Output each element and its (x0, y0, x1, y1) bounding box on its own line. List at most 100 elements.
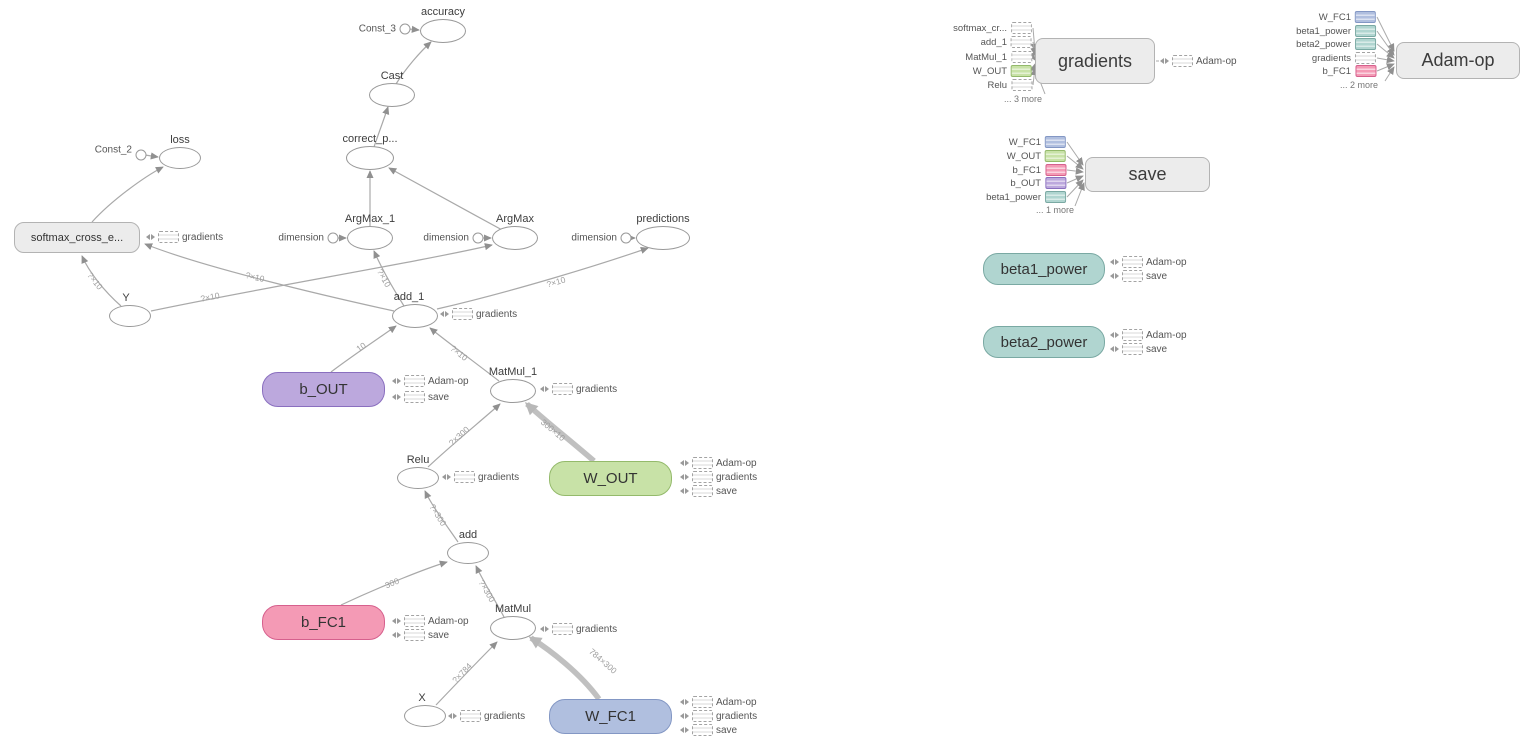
edge-y-softmax (81, 255, 122, 307)
ref-wout-gradients[interactable]: gradients (680, 471, 757, 483)
node-stack-icon (404, 629, 425, 641)
op-node-add1[interactable] (392, 304, 438, 328)
op-node-y[interactable] (109, 305, 151, 327)
ref-edge-arrows-icon (680, 699, 689, 705)
fanin-gradients-1 (1030, 27, 1038, 52)
var-node-beta1-power[interactable]: beta1_power (983, 253, 1105, 285)
adam-input-beta1[interactable]: beta1_power (1296, 25, 1376, 37)
op-node-argmax1[interactable] (347, 226, 393, 250)
ref-edge-arrows-icon (440, 311, 449, 317)
ref-label: MatMul_1 (965, 51, 1007, 63)
ref-wout-adam[interactable]: Adam-op (680, 457, 757, 469)
ref-edge-arrows-icon (540, 386, 549, 392)
ref-bout-adam[interactable]: Adam-op (392, 375, 469, 387)
var-node-b-fc1[interactable]: b_FC1 (262, 605, 385, 640)
ref-label: W_FC1 (1318, 11, 1351, 23)
save-input-wfc1[interactable]: W_FC1 (1009, 136, 1066, 148)
gradients-input-matmul1[interactable]: MatMul_1 (965, 51, 1032, 63)
fanin-adam-1 (1376, 16, 1395, 52)
const-node-const2[interactable] (135, 149, 147, 161)
const-node-dimension-argmax1[interactable] (327, 232, 339, 244)
edge-bout-add1 (330, 325, 397, 373)
node-stack-icon (692, 471, 713, 483)
var-node-w-out[interactable]: W_OUT (549, 461, 672, 496)
ref-wfc1-gradients[interactable]: gradients (680, 710, 757, 722)
ref-edge-arrows-icon (1110, 346, 1119, 352)
node-stack-icon (1045, 136, 1066, 148)
op-node-add[interactable] (447, 542, 489, 564)
op-node-x[interactable] (404, 705, 446, 727)
ref-label: save (428, 629, 450, 641)
const-node-dimension-predictions[interactable] (620, 232, 632, 244)
ns-node-softmax-cross-entropy[interactable]: softmax_cross_e... (14, 222, 140, 253)
save-input-bfc1[interactable]: b_FC1 (1012, 164, 1066, 176)
ref-matmul1-gradients[interactable]: gradients (540, 383, 617, 395)
ref-x-gradients[interactable]: gradients (448, 710, 525, 722)
op-node-relu-label: Relu (406, 454, 430, 466)
ref-bfc1-save[interactable]: save (392, 629, 449, 641)
save-input-more[interactable]: ... 1 more (1036, 205, 1074, 215)
aux-node-adam-op[interactable]: Adam-op (1396, 42, 1520, 79)
var-node-beta2-power[interactable]: beta2_power (983, 326, 1105, 358)
const-node-dimension-argmax[interactable] (472, 232, 484, 244)
adam-input-bfc1[interactable]: b_FC1 (1322, 65, 1376, 77)
op-node-matmul[interactable] (490, 616, 536, 640)
gradients-input-relu[interactable]: Relu (987, 79, 1032, 91)
fanin-gradients-5 (1030, 67, 1038, 86)
const-node-const3-label: Const_3 (358, 23, 396, 35)
op-node-cast[interactable] (369, 83, 415, 107)
ref-beta2-save[interactable]: save (1110, 343, 1167, 355)
const-node-const3[interactable] (399, 23, 411, 35)
ref-softmax-gradients[interactable]: gradients (146, 231, 223, 243)
ref-label: gradients (476, 308, 518, 320)
gradients-input-add1[interactable]: add_1 (981, 36, 1032, 48)
ref-matmul-gradients[interactable]: gradients (540, 623, 617, 635)
ref-edge-arrows-icon (680, 460, 689, 466)
more-label: ... 3 more (1003, 94, 1042, 104)
adam-input-beta2[interactable]: beta2_power (1296, 38, 1376, 50)
op-node-argmax[interactable] (492, 226, 538, 250)
gradients-input-softmax[interactable]: softmax_cr... (953, 22, 1032, 34)
aux-node-gradients[interactable]: gradients (1035, 38, 1155, 84)
op-node-predictions[interactable] (636, 226, 690, 250)
gradients-input-more[interactable]: ... 3 more (1004, 94, 1042, 104)
op-node-accuracy[interactable] (420, 19, 466, 43)
op-node-relu[interactable] (397, 467, 439, 489)
adam-input-more[interactable]: ... 2 more (1340, 80, 1378, 90)
ref-beta2-adam[interactable]: Adam-op (1110, 329, 1187, 341)
adam-input-wfc1[interactable]: W_FC1 (1319, 11, 1376, 23)
save-input-beta1[interactable]: beta1_power (986, 191, 1066, 203)
node-stack-icon (452, 308, 473, 320)
aux-node-save[interactable]: save (1085, 157, 1210, 192)
ref-add1-gradients[interactable]: gradients (440, 308, 517, 320)
ref-wfc1-save[interactable]: save (680, 724, 737, 736)
ref-bfc1-adam[interactable]: Adam-op (392, 615, 469, 627)
ref-relu-gradients[interactable]: gradients (442, 471, 519, 483)
more-label: ... 1 more (1035, 205, 1074, 215)
node-stack-icon (1355, 38, 1376, 50)
edge-const2-loss (144, 152, 159, 160)
ref-edge-arrows-icon (540, 626, 549, 632)
save-input-wout[interactable]: W_OUT (1007, 150, 1066, 162)
op-node-loss[interactable] (159, 147, 201, 169)
ref-bout-save[interactable]: save (392, 391, 449, 403)
adam-input-gradients[interactable]: gradients (1312, 52, 1376, 64)
node-stack-icon (1122, 270, 1143, 282)
op-node-correct-prediction[interactable] (346, 146, 394, 170)
ref-gradients-adam[interactable]: Adam-op (1160, 55, 1237, 67)
ref-label: gradients (1311, 52, 1351, 64)
save-input-bout[interactable]: b_OUT (1010, 177, 1066, 189)
gradients-input-wout[interactable]: W_OUT (973, 65, 1032, 77)
ref-beta1-adam[interactable]: Adam-op (1110, 256, 1187, 268)
op-node-matmul1[interactable] (490, 379, 536, 403)
ref-beta1-save[interactable]: save (1110, 270, 1167, 282)
ref-wfc1-adam[interactable]: Adam-op (680, 696, 757, 708)
op-node-predictions-label: predictions (636, 213, 690, 225)
node-stack-icon (552, 383, 573, 395)
var-node-beta1-power-label: beta1_power (1000, 260, 1088, 278)
var-node-b-out[interactable]: b_OUT (262, 372, 385, 407)
edge-relu-matmul1 (427, 403, 501, 468)
ref-wout-save[interactable]: save (680, 485, 737, 497)
var-node-w-fc1[interactable]: W_FC1 (549, 699, 672, 734)
